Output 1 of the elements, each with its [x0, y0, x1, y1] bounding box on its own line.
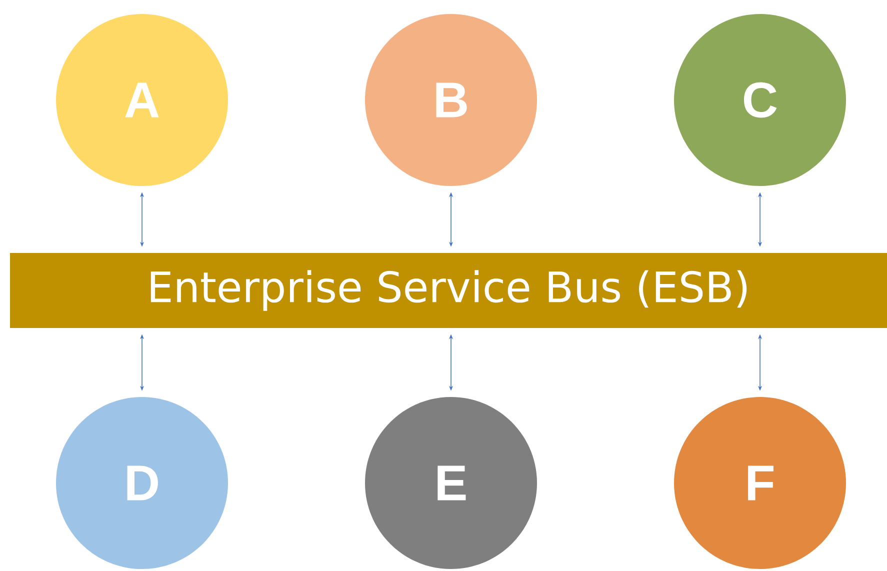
bus-bar: Enterprise Service Bus (ESB) — [10, 253, 887, 328]
